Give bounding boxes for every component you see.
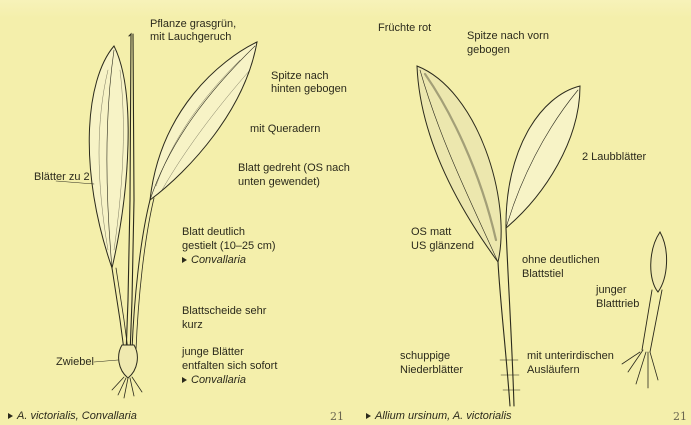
label-us-glaenzend: US glänzend (411, 240, 474, 253)
label-ohne-stiel-1: ohne deutlichen (522, 254, 600, 267)
label-fruechte-rot: Früchte rot (378, 22, 431, 35)
left-page-number: 21 (330, 410, 344, 423)
label-junge-blaetter-1: junge Blätter (182, 346, 244, 359)
label-gedreht-2: unten gewendet) (238, 176, 320, 189)
label-queradern: mit Queradern (250, 123, 320, 136)
label-junger-trieb-1: junger (596, 284, 627, 297)
right-footer-reference: Allium ursinum, A. victorialis (366, 410, 512, 423)
label-blattscheide-1: Blattscheide sehr (182, 305, 266, 318)
label-schuppige-1: schuppige (400, 350, 450, 363)
label-blaetter-zu-2: Blätter zu 2 (34, 171, 90, 184)
label-gedreht-1: Blatt gedreht (OS nach (238, 162, 350, 175)
right-page-number: 21 (673, 410, 687, 423)
label-schuppige-2: Niederblätter (400, 364, 463, 377)
arrow-icon (182, 377, 187, 383)
label-spitze-hinten-1: Spitze nach (271, 70, 328, 83)
label-spitze-vorn-2: gebogen (467, 44, 510, 57)
label-convallaria-ref-2: Convallaria (182, 374, 246, 387)
label-zwiebel: Zwiebel (56, 356, 94, 369)
label-blattscheide-2: kurz (182, 319, 203, 332)
label-pflanze: Pflanze grasgrün, (150, 18, 236, 31)
label-ohne-stiel-2: Blattstiel (522, 268, 564, 281)
label-spitze-hinten-2: hinten gebogen (271, 83, 347, 96)
left-plant-drawing (89, 34, 257, 398)
label-os-matt: OS matt (411, 226, 451, 239)
left-footer-reference: A. victorialis, Convallaria (8, 410, 137, 423)
label-spitze-vorn-1: Spitze nach vorn (467, 30, 549, 43)
arrow-icon (182, 257, 187, 263)
label-junger-trieb-2: Blatttrieb (596, 298, 639, 311)
label-lauchgeruch: mit Lauchgeruch (150, 31, 231, 44)
label-gestielt-1: Blatt deutlich (182, 226, 245, 239)
label-2-laubblaetter: 2 Laubblätter (582, 151, 646, 164)
arrow-icon (366, 413, 371, 419)
label-convallaria-ref-1: Convallaria (182, 254, 246, 267)
label-junge-blaetter-2: entfalten sich sofort (182, 360, 277, 373)
arrow-icon (8, 413, 13, 419)
label-unterirdisch-2: Ausläufern (527, 364, 580, 377)
label-gestielt-2: gestielt (10–25 cm) (182, 240, 276, 253)
label-unterirdisch-1: mit unterirdischen (527, 350, 614, 363)
